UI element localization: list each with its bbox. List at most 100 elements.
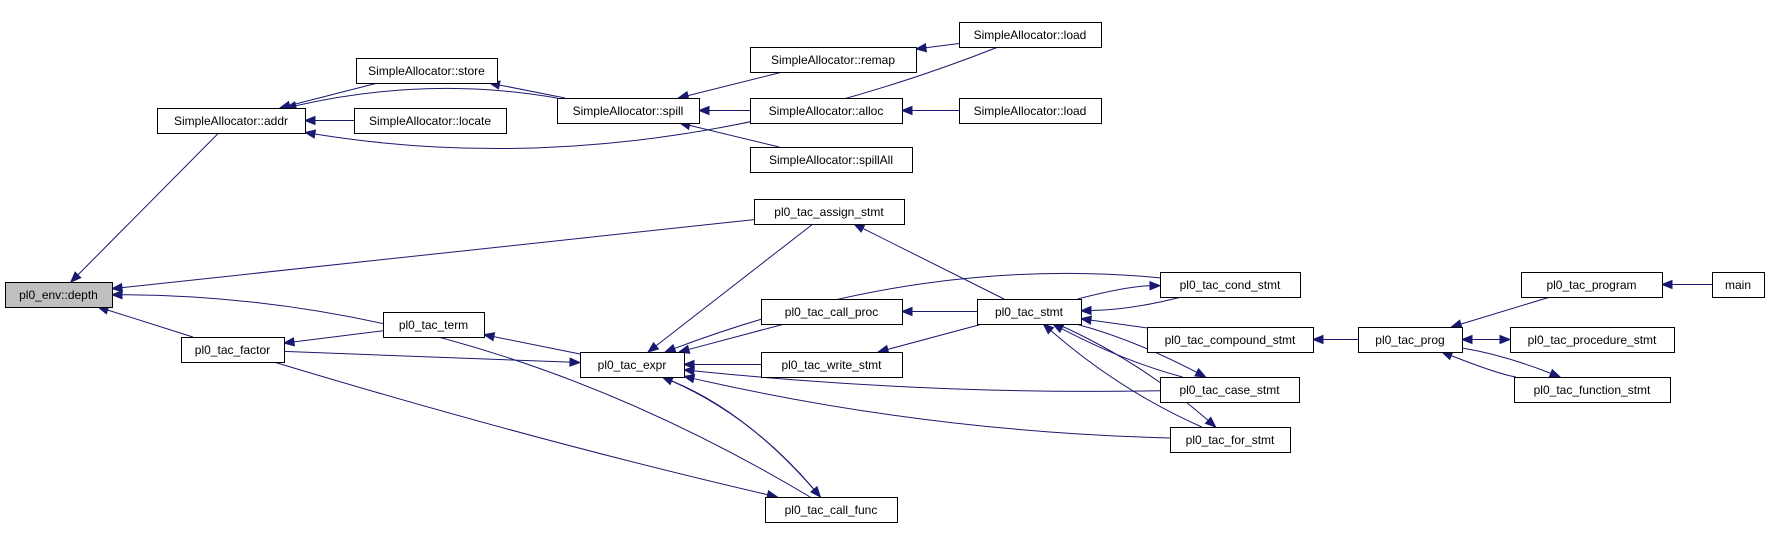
edge-arrowhead	[1051, 323, 1065, 334]
node-cond-stmt[interactable]: pl0_tac_cond_stmt	[1160, 272, 1301, 298]
node-box	[1521, 272, 1663, 298]
edge-case_stmt-to-stmt	[1061, 328, 1183, 378]
node-label: pl0_tac_stmt	[995, 305, 1064, 319]
node-box	[1510, 327, 1675, 353]
node-program[interactable]: pl0_tac_program	[1521, 272, 1663, 298]
edge-sa_spillall-to-sa_spill	[689, 124, 780, 148]
edge-term-to-factor	[293, 330, 384, 343]
edge-sa_load1-to-sa_addr	[314, 46, 999, 149]
node-label: SimpleAllocator::load	[974, 28, 1087, 42]
node-call-proc[interactable]: pl0_tac_call_proc	[761, 299, 903, 325]
node-label: main	[1725, 278, 1751, 292]
node-box	[1160, 377, 1300, 403]
edge-function_stmt-to-prog	[1451, 355, 1516, 378]
node-label: pl0_tac_assign_stmt	[774, 205, 884, 219]
edge-arrowhead	[1311, 334, 1324, 345]
edge-arrowhead	[1079, 305, 1092, 316]
node-layer: pl0_env::depthSimpleAllocator::addrSimpl…	[5, 22, 1765, 523]
node-box	[1514, 377, 1671, 403]
node-label: SimpleAllocator::store	[368, 64, 485, 78]
edge-factor-to-call_func	[273, 361, 768, 496]
node-case-stmt[interactable]: pl0_tac_case_stmt	[1160, 377, 1300, 403]
node-sa-load1[interactable]: SimpleAllocator::load	[959, 22, 1102, 48]
edge-factor-to-pl0_env_depth	[107, 309, 194, 338]
edge-stmt-to-for_stmt	[1057, 323, 1209, 421]
node-label: pl0_tac_cond_stmt	[1180, 278, 1281, 292]
edge-layer	[69, 42, 1712, 500]
node-sa-spill[interactable]: SimpleAllocator::spill	[557, 98, 700, 124]
node-expr[interactable]: pl0_tac_expr	[580, 352, 685, 378]
node-pl0-env-depth[interactable]: pl0_env::depth	[5, 282, 113, 308]
edge-arrowhead	[1440, 351, 1454, 361]
edge-arrowhead	[810, 485, 822, 499]
node-box	[580, 352, 685, 378]
edge-arrowhead	[303, 129, 317, 139]
node-box	[1147, 327, 1314, 353]
node-sa-locate[interactable]: SimpleAllocator::locate	[354, 108, 507, 134]
edge-arrowhead	[1149, 281, 1162, 291]
node-sa-remap[interactable]: SimpleAllocator::remap	[750, 47, 917, 73]
node-label: SimpleAllocator::load	[974, 104, 1087, 118]
node-sa-load2[interactable]: SimpleAllocator::load	[959, 98, 1102, 124]
edge-stmt-to-cond_stmt	[1077, 285, 1151, 300]
edge-arrowhead	[1204, 416, 1217, 428]
edge-arrowhead	[697, 105, 710, 116]
edge-cond_stmt-to-expr	[674, 272, 1161, 349]
node-write-stmt[interactable]: pl0_tac_write_stmt	[761, 352, 903, 378]
node-compound-stmt[interactable]: pl0_tac_compound_stmt	[1147, 327, 1314, 353]
node-box	[750, 98, 903, 124]
edge-arrowhead	[682, 366, 695, 376]
node-factor[interactable]: pl0_tac_factor	[181, 337, 285, 363]
node-box	[761, 299, 903, 325]
node-box	[765, 497, 898, 523]
node-label: pl0_env::depth	[19, 288, 98, 302]
node-sa-alloc[interactable]: SimpleAllocator::alloc	[750, 98, 903, 124]
node-box	[557, 98, 700, 124]
node-label: pl0_tac_term	[399, 318, 468, 332]
edge-arrowhead	[682, 359, 695, 370]
node-for-stmt[interactable]: pl0_tac_for_stmt	[1170, 427, 1291, 453]
node-prog[interactable]: pl0_tac_prog	[1358, 327, 1463, 353]
node-box	[959, 22, 1102, 48]
node-box	[5, 282, 113, 308]
node-box	[1170, 427, 1291, 453]
node-function-stmt[interactable]: pl0_tac_function_stmt	[1514, 377, 1671, 403]
edge-arrowhead	[282, 337, 296, 347]
edge-arrowhead	[1660, 279, 1673, 290]
edge-call_proc-to-expr	[688, 323, 785, 350]
edge-arrowhead	[1548, 368, 1562, 378]
node-sa-spillall[interactable]: SimpleAllocator::spillAll	[750, 147, 913, 173]
node-label: pl0_tac_prog	[1375, 333, 1444, 347]
edge-arrowhead	[110, 289, 123, 300]
node-box	[761, 352, 903, 378]
node-label: pl0_tac_call_proc	[785, 305, 878, 319]
node-box	[754, 199, 905, 225]
node-procedure-stmt[interactable]: pl0_tac_procedure_stmt	[1510, 327, 1675, 353]
edge-for_stmt-to-stmt	[1050, 330, 1202, 428]
node-call-func[interactable]: pl0_tac_call_func	[765, 497, 898, 523]
node-label: pl0_tac_program	[1546, 278, 1636, 292]
edge-sa_spill-to-sa_addr	[295, 87, 558, 107]
edge-arrowhead	[852, 223, 866, 233]
node-assign-stmt[interactable]: pl0_tac_assign_stmt	[754, 199, 905, 225]
node-term[interactable]: pl0_tac_term	[383, 312, 485, 338]
node-box	[181, 337, 285, 363]
node-stmt[interactable]: pl0_tac_stmt	[977, 299, 1082, 325]
node-label: SimpleAllocator::spillAll	[769, 153, 893, 167]
node-label: pl0_tac_write_stmt	[781, 358, 882, 372]
node-label: pl0_tac_call_func	[785, 503, 878, 517]
edge-call_func-to-expr	[671, 380, 821, 498]
node-box	[1358, 327, 1463, 353]
node-sa-store[interactable]: SimpleAllocator::store	[356, 58, 498, 84]
node-box	[977, 299, 1082, 325]
edge-for_stmt-to-expr	[693, 378, 1171, 439]
edge-arrowhead	[482, 332, 496, 342]
node-sa-addr[interactable]: SimpleAllocator::addr	[157, 108, 306, 134]
edge-cond_stmt-to-stmt	[1090, 296, 1182, 312]
node-main[interactable]: main	[1712, 272, 1765, 298]
edge-arrowhead	[1079, 315, 1093, 325]
edge-arrowhead	[1042, 323, 1055, 335]
edge-factor-to-expr	[283, 350, 571, 363]
edge-sa_addr-to-pl0_env_depth	[77, 132, 219, 276]
